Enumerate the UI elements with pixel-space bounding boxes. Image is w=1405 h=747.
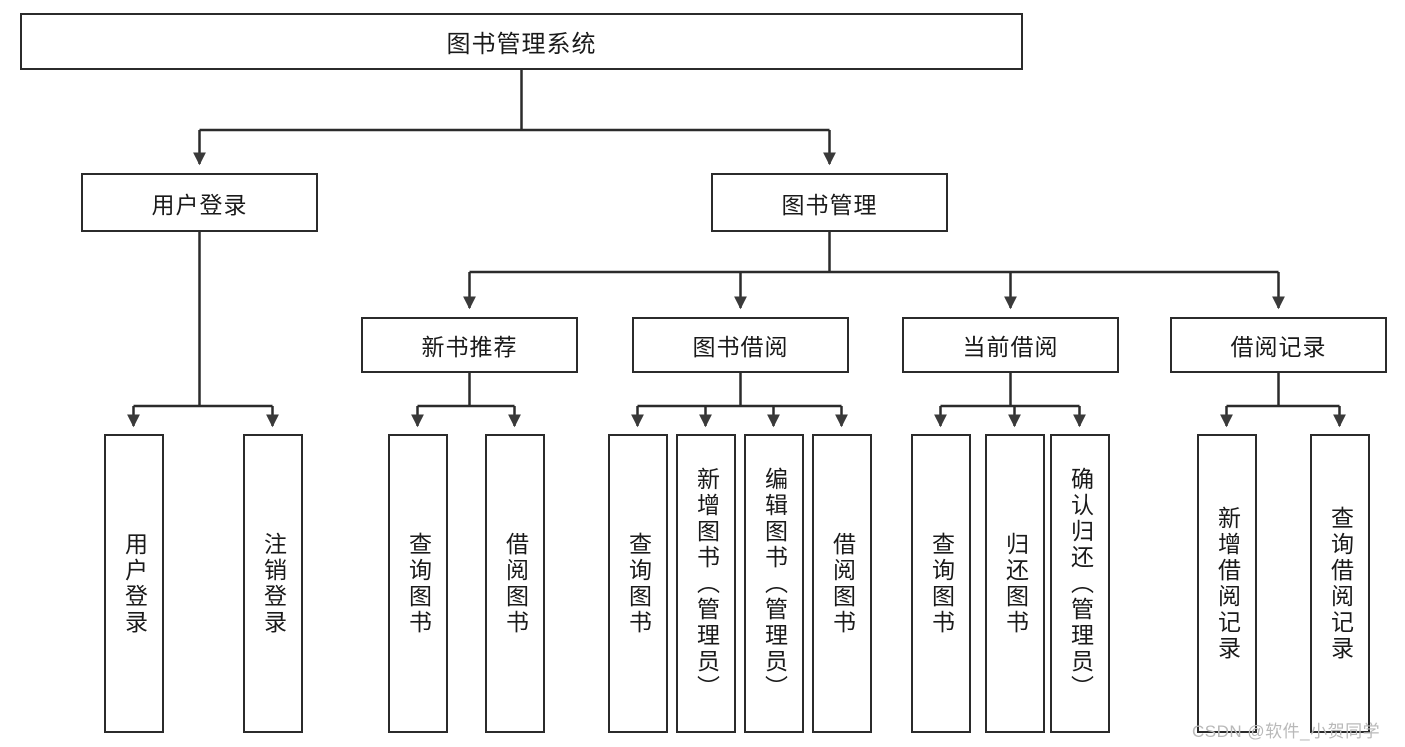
node-leaf-logout[interactable]: 注销登录 bbox=[243, 434, 303, 733]
node-leaf-edit-book-label: 编辑图书（管理员） bbox=[761, 466, 788, 701]
node-leaf-borrow-book-1-label: 借阅图书 bbox=[502, 531, 529, 636]
node-leaf-query-book-3-label: 查询图书 bbox=[928, 531, 955, 636]
node-leaf-query-book-1[interactable]: 查询图书 bbox=[388, 434, 448, 733]
node-leaf-borrow-book-2[interactable]: 借阅图书 bbox=[812, 434, 872, 733]
node-leaf-confirm-return-label: 确认归还（管理员） bbox=[1067, 466, 1094, 701]
node-leaf-query-book-2[interactable]: 查询图书 bbox=[608, 434, 668, 733]
node-root[interactable]: 图书管理系统 bbox=[20, 13, 1023, 70]
node-new-book-rec[interactable]: 新书推荐 bbox=[361, 317, 578, 373]
node-book-manage-label: 图书管理 bbox=[781, 191, 878, 218]
node-leaf-borrow-book-2-label: 借阅图书 bbox=[829, 531, 856, 636]
node-root-label: 图书管理系统 bbox=[446, 31, 597, 58]
node-leaf-query-book-3[interactable]: 查询图书 bbox=[911, 434, 971, 733]
node-user-login[interactable]: 用户登录 bbox=[81, 173, 318, 232]
node-book-borrow-label: 图书借阅 bbox=[692, 334, 789, 360]
node-current-borrow[interactable]: 当前借阅 bbox=[902, 317, 1119, 373]
node-leaf-query-record-label: 查询借阅记录 bbox=[1327, 505, 1354, 662]
node-leaf-query-book-2-label: 查询图书 bbox=[625, 531, 652, 636]
node-borrow-record[interactable]: 借阅记录 bbox=[1170, 317, 1387, 373]
node-leaf-return-book[interactable]: 归还图书 bbox=[985, 434, 1045, 733]
node-leaf-confirm-return[interactable]: 确认归还（管理员） bbox=[1050, 434, 1110, 733]
node-book-borrow[interactable]: 图书借阅 bbox=[632, 317, 849, 373]
node-book-manage[interactable]: 图书管理 bbox=[711, 173, 948, 232]
node-leaf-add-book-label: 新增图书（管理员） bbox=[693, 466, 720, 701]
node-leaf-return-book-label: 归还图书 bbox=[1002, 531, 1029, 636]
node-leaf-logout-label: 注销登录 bbox=[260, 531, 287, 636]
node-new-book-rec-label: 新书推荐 bbox=[421, 334, 518, 360]
node-current-borrow-label: 当前借阅 bbox=[962, 334, 1059, 360]
node-leaf-user-login[interactable]: 用户登录 bbox=[104, 434, 164, 733]
node-user-login-label: 用户登录 bbox=[151, 191, 248, 218]
node-leaf-edit-book[interactable]: 编辑图书（管理员） bbox=[744, 434, 804, 733]
node-leaf-user-login-label: 用户登录 bbox=[121, 531, 148, 636]
node-leaf-query-record[interactable]: 查询借阅记录 bbox=[1310, 434, 1370, 733]
node-leaf-query-book-1-label: 查询图书 bbox=[405, 531, 432, 636]
node-leaf-add-book[interactable]: 新增图书（管理员） bbox=[676, 434, 736, 733]
node-leaf-add-record-label: 新增借阅记录 bbox=[1214, 505, 1241, 662]
node-leaf-add-record[interactable]: 新增借阅记录 bbox=[1197, 434, 1257, 733]
csdn-watermark: CSDN @软件_小贺同学 bbox=[1192, 722, 1381, 741]
node-leaf-borrow-book-1[interactable]: 借阅图书 bbox=[485, 434, 545, 733]
node-borrow-record-label: 借阅记录 bbox=[1230, 334, 1327, 360]
